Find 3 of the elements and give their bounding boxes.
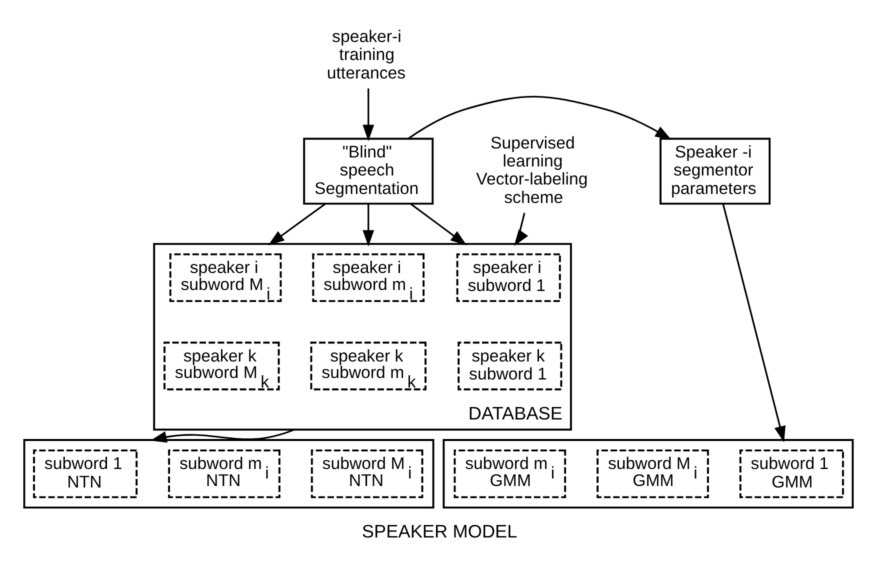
caption: SPEAKER MODEL — [362, 522, 518, 542]
node-text: Supervised learning Vector-labeling scheme — [476, 133, 588, 207]
node-text: speaker-i training utterances — [326, 26, 406, 82]
